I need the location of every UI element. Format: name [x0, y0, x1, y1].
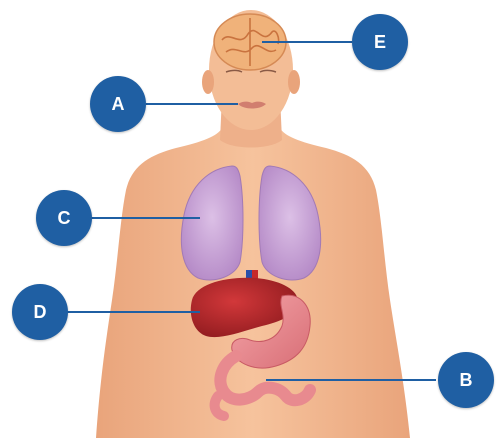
callout-a: A	[90, 76, 146, 132]
left-ear	[202, 70, 214, 94]
right-ear	[288, 70, 300, 94]
callout-d: D	[12, 284, 68, 340]
callout-b: B	[438, 352, 494, 408]
callout-c: C	[36, 190, 92, 246]
callout-e: E	[352, 14, 408, 70]
